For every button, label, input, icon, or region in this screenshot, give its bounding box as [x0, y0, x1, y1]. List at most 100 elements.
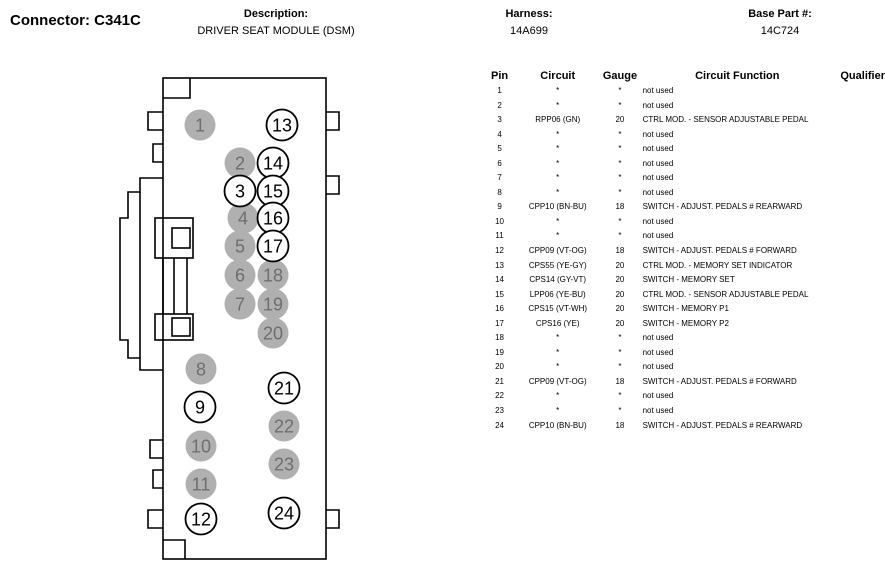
- pin-number: 6: [235, 266, 245, 286]
- connector-title: Connector: C341C: [10, 12, 141, 29]
- row-pin: 24: [495, 420, 505, 430]
- description-value: DRIVER SEAT MODULE (DSM): [197, 25, 355, 37]
- pin-18: 18: [257, 259, 289, 291]
- pin-6: 6: [224, 259, 256, 291]
- connector-housing: [119, 77, 340, 560]
- table-row: 22**not used: [485, 389, 885, 404]
- pin-number: 17: [263, 237, 283, 257]
- row-circuit: LPP06 (YE-BU): [529, 289, 586, 299]
- row-qualifier: [836, 317, 885, 332]
- row-pin: 22: [495, 391, 505, 401]
- pin-number: 9: [195, 398, 205, 418]
- row-circuit: *: [556, 216, 560, 226]
- row-circuit: CPP10 (BN-BU): [528, 420, 587, 430]
- row-circuit-function: SWITCH - ADJUST. PEDALS # REARWARD: [642, 420, 803, 430]
- table-row: 19**not used: [485, 346, 885, 361]
- row-qualifier: [836, 244, 885, 259]
- row-gauge: *: [618, 333, 622, 343]
- row-gauge: *: [618, 173, 622, 183]
- row-qualifier: [836, 419, 885, 434]
- row-qualifier: [836, 302, 885, 317]
- row-circuit-function: SWITCH - MEMORY SET: [642, 275, 735, 285]
- pin-23: 23: [268, 448, 300, 480]
- pin-21: 21: [267, 371, 301, 405]
- pin-circle: [256, 229, 290, 263]
- pin-13: 13: [265, 108, 299, 142]
- pin-17: 17: [256, 229, 290, 263]
- pin-number: 8: [196, 360, 206, 380]
- row-qualifier: [836, 288, 885, 303]
- table-row: 23**not used: [485, 404, 885, 419]
- row-pin: 23: [495, 406, 505, 416]
- pin-22: 22: [268, 410, 300, 442]
- row-gauge: *: [618, 406, 622, 416]
- row-circuit: *: [556, 100, 560, 110]
- row-qualifier: [836, 84, 885, 99]
- row-pin: 10: [495, 216, 505, 226]
- pin-12: 12: [184, 502, 218, 536]
- row-pin: 4: [497, 129, 502, 139]
- pin-number: 19: [263, 295, 283, 315]
- row-pin: 11: [495, 231, 504, 241]
- row-gauge: 18: [615, 202, 625, 212]
- row-circuit: *: [556, 391, 560, 401]
- pin-circle: [268, 410, 300, 442]
- pin-number: 15: [263, 182, 283, 202]
- row-qualifier: [836, 346, 885, 361]
- pin-5: 5: [224, 230, 256, 262]
- row-qualifier: [836, 229, 885, 244]
- row-circuit: CPS15 (VT-WH): [528, 304, 588, 314]
- row-gauge: *: [618, 187, 622, 197]
- row-circuit-function: SWITCH - ADJUST. PEDALS # REARWARD: [642, 202, 803, 212]
- pin-16: 16: [256, 201, 290, 235]
- row-gauge: 20: [615, 304, 625, 314]
- row-circuit: CPS14 (GY-VT): [529, 275, 587, 285]
- pin-number: 24: [274, 504, 294, 524]
- pin-number: 2: [235, 154, 245, 174]
- header-gauge: Gauge: [602, 70, 638, 82]
- pin-number: 23: [274, 455, 294, 475]
- pin-1: 1: [184, 109, 216, 141]
- row-circuit-function: not used: [642, 100, 674, 110]
- row-circuit-function: not used: [642, 347, 674, 357]
- row-circuit-function: SWITCH - ADJUST. PEDALS # FORWARD: [642, 246, 797, 256]
- row-circuit: CPS55 (YE-GY): [528, 260, 587, 270]
- pin-circle: [183, 390, 217, 424]
- row-qualifier: [836, 200, 885, 215]
- row-qualifier: [836, 113, 885, 128]
- row-qualifier: [836, 128, 885, 143]
- row-circuit: *: [556, 347, 560, 357]
- pin-circle: [224, 230, 256, 262]
- row-pin: 3: [497, 115, 502, 125]
- table-row: 4**not used: [485, 128, 885, 143]
- row-circuit: *: [556, 86, 560, 95]
- row-qualifier: [836, 215, 885, 230]
- table-row: 7**not used: [485, 171, 885, 186]
- pin-11: 11: [185, 468, 217, 500]
- row-circuit-function: not used: [642, 333, 674, 343]
- header-circuit-function: Circuit Function: [695, 70, 780, 82]
- row-qualifier: [836, 157, 885, 172]
- header-pin: Pin: [491, 70, 509, 82]
- pin-8: 8: [185, 353, 217, 385]
- pin-circle: [185, 468, 217, 500]
- pin-circle: [267, 496, 301, 530]
- row-circuit-function: not used: [642, 187, 674, 197]
- row-pin: 21: [495, 376, 505, 386]
- row-gauge: *: [618, 129, 622, 139]
- pin-circle: [257, 288, 289, 320]
- pin-number: 11: [192, 475, 211, 495]
- pin-4: 4: [227, 202, 259, 234]
- row-circuit: CPP09 (VT-OG): [528, 246, 587, 256]
- pin-circle: [185, 430, 217, 462]
- row-circuit-function: not used: [642, 391, 674, 401]
- pin-number: 21: [274, 379, 294, 399]
- table-row: 11**not used: [485, 229, 885, 244]
- pin-circle: [223, 174, 257, 208]
- pin-circle: [184, 502, 218, 536]
- row-circuit: *: [556, 406, 560, 416]
